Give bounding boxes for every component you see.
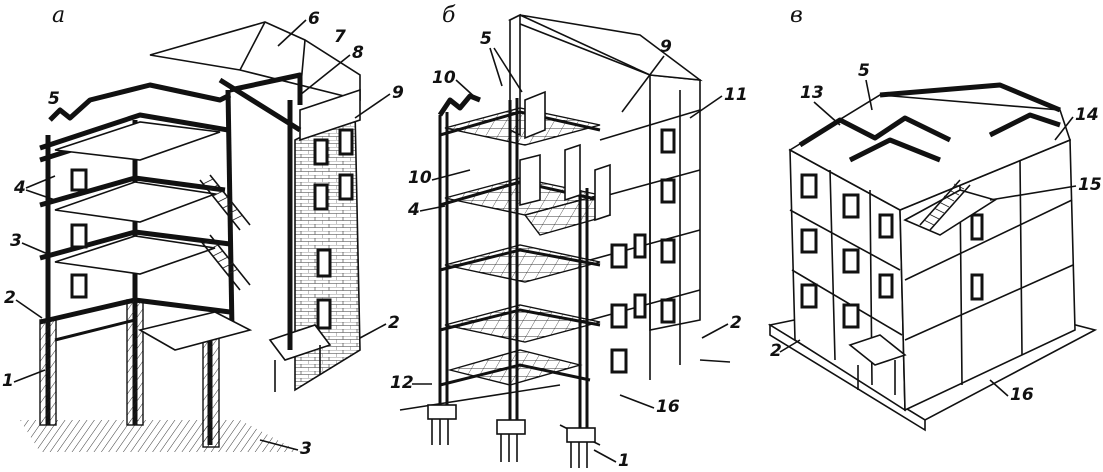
- callout-a-3b: 3: [300, 439, 312, 459]
- panel-c-panel-building: [767, 82, 1098, 432]
- callout-b-1: 1: [618, 451, 630, 471]
- callout-a-5: 5: [48, 89, 60, 109]
- callout-a-4: 4: [13, 178, 26, 198]
- footings: [427, 404, 596, 468]
- panel-letter-b: б: [442, 3, 456, 28]
- callout-c-15: 15: [1078, 175, 1102, 195]
- callout-b-4: 4: [407, 200, 420, 220]
- callout-b-16: 16: [656, 397, 680, 417]
- stair-flight-lower: [199, 234, 251, 291]
- stair-flight-c: [919, 179, 971, 231]
- callout-a-3: 3: [10, 231, 22, 251]
- stair-flight-upper: [199, 174, 251, 231]
- callout-a-8: 8: [352, 43, 364, 63]
- callout-b-9: 9: [660, 37, 672, 57]
- callout-c-14: 14: [1075, 105, 1099, 125]
- callout-b-10b: 10: [408, 168, 432, 188]
- callout-b-2: 2: [730, 313, 742, 333]
- callout-a-2b: 2: [388, 313, 400, 333]
- panel-letter-a: а: [52, 3, 65, 28]
- panel-letter-c: в: [790, 3, 803, 28]
- callout-a-6: 6: [308, 9, 320, 29]
- callout-a-7: 7: [334, 27, 346, 47]
- callout-b-12: 12: [390, 373, 414, 393]
- callout-a-2: 2: [4, 288, 16, 308]
- panel-a-callouts: 5 4 3 2 1 6 7 8 9 2 3: [2, 9, 404, 459]
- panel-b-callouts: 5 10 10 4 9 11 12 2 16 1: [390, 29, 748, 471]
- panel-letters: а б в: [52, 3, 803, 28]
- callout-c-13: 13: [800, 83, 824, 103]
- panel-c-callouts: 13 5 14 15 2 16: [770, 61, 1102, 405]
- callout-b-10a: 10: [432, 68, 456, 88]
- callout-b-11: 11: [724, 85, 748, 105]
- callout-c-16: 16: [1010, 385, 1034, 405]
- callout-b-5: 5: [480, 29, 492, 49]
- panel-a-masonry-building: [20, 21, 361, 452]
- callout-a-9: 9: [392, 83, 404, 103]
- panel-b-frame-building: [399, 13, 731, 468]
- callout-c-5: 5: [858, 61, 870, 81]
- callout-a-1: 1: [2, 371, 14, 391]
- callout-c-2: 2: [770, 341, 782, 361]
